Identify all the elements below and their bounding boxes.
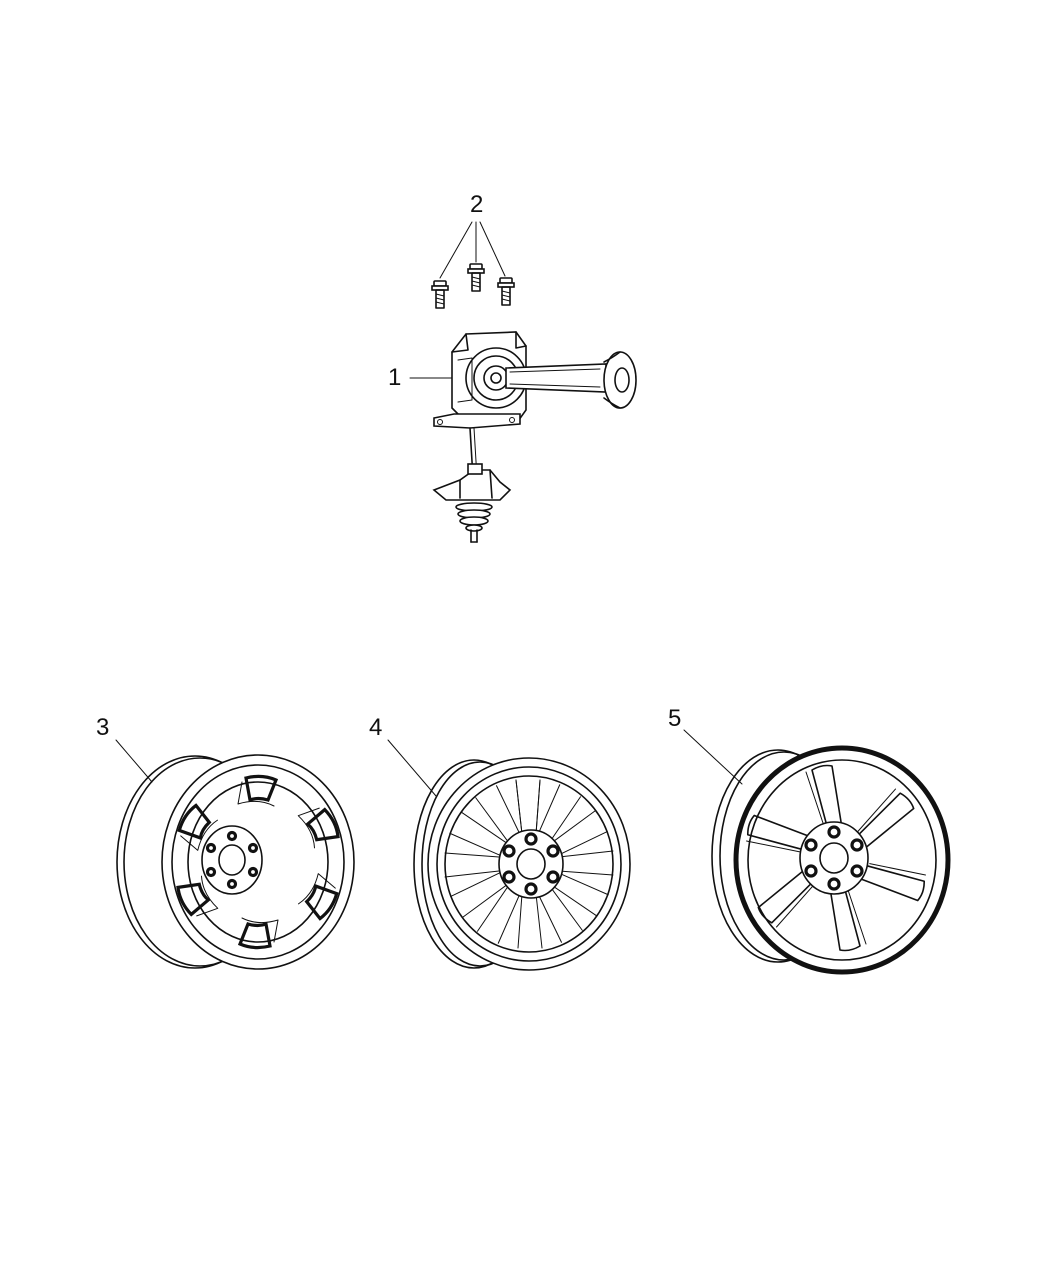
steel-wheel-icon	[116, 754, 355, 970]
leader-lines	[115, 221, 743, 797]
callout-5: 5	[668, 705, 682, 732]
callout-4: 4	[369, 714, 383, 741]
callout-2: 2	[470, 191, 484, 218]
callout-3: 3	[96, 714, 110, 741]
alloy-wheel-split-spoke-icon	[711, 745, 951, 975]
bolt-icon	[467, 263, 485, 292]
callout-1: 1	[388, 364, 402, 391]
bolt-icon	[497, 277, 515, 306]
alloy-wheel-multispoke-icon	[413, 757, 631, 971]
spare-tire-winch-carrier-icon	[432, 331, 637, 543]
bolt-icon	[431, 280, 449, 309]
